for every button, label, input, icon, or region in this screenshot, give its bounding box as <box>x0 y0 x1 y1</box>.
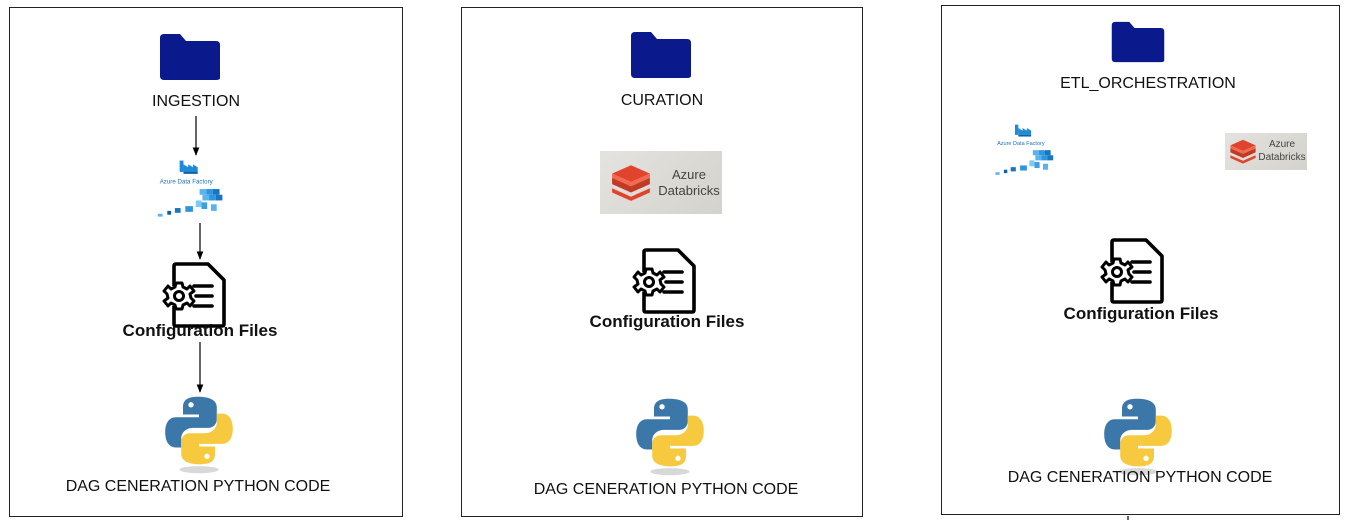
azure-data-factory-icon: Azure Data Factory <box>154 156 230 224</box>
config-label: Configuration Files <box>122 321 278 340</box>
folder-label-etl-orchestration: ETL_ORCHESTRATION <box>1060 75 1236 92</box>
azure-databricks-icon: Azure Databricks <box>1225 133 1307 170</box>
panel-curation <box>461 7 863 517</box>
code-label: DAG CENERATION PYTHON CODE <box>1007 469 1273 486</box>
databricks-logo-icon <box>1229 138 1257 164</box>
python-icon <box>1102 397 1174 477</box>
python-icon <box>163 395 235 475</box>
databricks-logo-icon <box>610 163 652 201</box>
azure-data-factory-icon: Azure Data Factory <box>992 120 1060 182</box>
config-label: Configuration Files <box>1063 304 1219 323</box>
folder-icon <box>629 30 693 80</box>
config-file-gear-icon <box>1100 236 1170 306</box>
databricks-caption-line1: Azure <box>672 167 706 182</box>
adf-caption: Azure Data Factory <box>160 178 214 185</box>
config-file-gear-icon <box>632 246 702 316</box>
databricks-caption-line1: Azure <box>1268 139 1296 150</box>
panel-etl-orchestration <box>941 5 1340 515</box>
code-label: DAG CENERATION PYTHON CODE <box>65 478 331 495</box>
folder-label-ingestion: INGESTION <box>151 93 241 110</box>
panel-ingestion <box>9 7 403 517</box>
folder-icon <box>1110 18 1166 66</box>
python-icon <box>634 397 706 477</box>
folder-label-curation: CURATION <box>620 92 704 109</box>
folder-icon <box>158 32 222 82</box>
databricks-caption-line2: Databricks <box>658 183 720 198</box>
config-file-gear-icon <box>162 260 232 330</box>
databricks-caption-line2: Databricks <box>1258 152 1306 163</box>
code-label: DAG CENERATION PYTHON CODE <box>533 481 799 498</box>
adf-caption: Azure Data Factory <box>997 141 1045 147</box>
config-label: Configuration Files <box>589 312 745 331</box>
azure-databricks-icon: Azure Databricks <box>600 151 722 214</box>
